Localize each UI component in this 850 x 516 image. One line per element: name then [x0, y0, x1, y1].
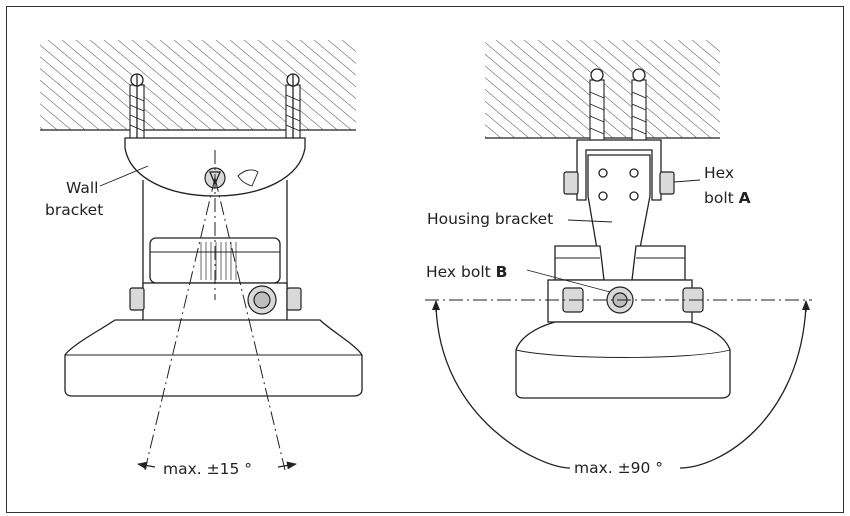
wall-bracket-label-line2: bracket: [45, 201, 103, 219]
hex-bolt-a-label-line2: bolt A: [704, 189, 751, 207]
left-base: [64, 319, 363, 397]
wall-bracket-leader: [99, 165, 149, 187]
left-angle-label: max. ±15 °: [163, 460, 252, 478]
wall-bracket-label-line1: Wall: [66, 179, 98, 197]
left-cable-gland: [247, 285, 277, 315]
housing-bracket-label: Housing bracket: [427, 210, 553, 228]
right-view: max. ±90 ° Hex bolt A Housing bracket He…: [425, 40, 812, 477]
hex-bolt-b-word: Hex bolt: [426, 263, 491, 281]
wall-bracket: [124, 137, 306, 197]
hex-bolt-a-word: bolt: [704, 189, 734, 207]
housing-bracket-leader: [567, 219, 613, 223]
hex-bolt-b-letter: B: [496, 263, 508, 281]
figure-frame: [6, 6, 844, 513]
right-angle-arc: [435, 305, 807, 469]
right-base: [515, 321, 731, 399]
hex-bolt-a-label-line1: Hex: [704, 164, 734, 182]
hex-bolt-a-letter: A: [739, 189, 751, 207]
u-bracket: [576, 139, 662, 201]
hex-bolt-b-leader: [526, 269, 611, 293]
left-anchor-1: [129, 73, 145, 142]
right-anchor-1: [589, 68, 605, 151]
left-anchor-2: [285, 73, 301, 142]
hex-bolt-a-leader: [673, 179, 701, 183]
left-view: max. ±15 ° Wall bracket: [40, 40, 363, 478]
right-anchor-2: [631, 68, 647, 151]
left-ceiling-hatch: [40, 40, 356, 130]
right-angle-label: max. ±90 °: [574, 459, 663, 477]
hex-bolt-b-label: Hex bolt B: [426, 263, 508, 281]
